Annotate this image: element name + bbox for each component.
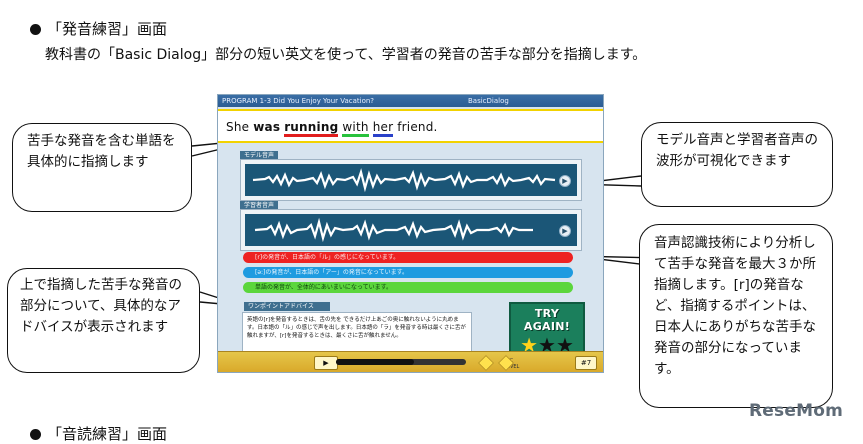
prev-arrow-icon[interactable] xyxy=(478,355,494,371)
learner-waveform-graphic xyxy=(254,217,533,243)
callout-speech-recognition: 音声認識技術により分析して苦手な発音を最大３か所指摘します。[r]の発音など、指… xyxy=(639,224,833,408)
learner-waveform-panel: ▶ xyxy=(240,209,582,251)
callout-waveform: モデル音声と学習者音声の波形が可視化できます xyxy=(641,122,833,207)
next-heading-text: 「音読練習」画面 xyxy=(47,425,168,443)
word-friend: friend. xyxy=(397,120,438,134)
callout-word-indication: 苦手な発音を含む単語を具体的に指摘します xyxy=(12,123,192,212)
model-audio-label: モデル音声 xyxy=(240,151,279,160)
intro-text: 教科書の「Basic Dialog」部分の短い英文を使って、学習者の発音の苦手な… xyxy=(45,47,647,63)
program-subtitle: BasicDialog xyxy=(468,97,509,105)
star-filled-icon: ★ xyxy=(520,333,539,357)
feedback-bar-red: [r]の発音が、日本語の「ル」の感じになっています。 xyxy=(243,252,573,263)
mic-level-fill xyxy=(336,359,414,365)
next-section-heading: 「音読練習」画面 xyxy=(30,423,167,444)
try-again-button[interactable]: TRY AGAIN! ★★★ xyxy=(509,302,585,356)
feedback-bar-blue: [ə:]の発音が、日本語の「アー」の発音になっています。 xyxy=(243,267,573,278)
model-waveform: ▶ xyxy=(245,164,577,196)
word-with: with xyxy=(342,120,369,137)
star-rating: ★★★ xyxy=(511,334,583,356)
section-heading: 「発音練習」画面 xyxy=(30,18,167,39)
app-title-bar: PROGRAM 1-3 Did You Enjoy Your Vacation?… xyxy=(218,95,603,107)
pronunciation-practice-screen: PROGRAM 1-3 Did You Enjoy Your Vacation?… xyxy=(217,94,604,373)
bottom-toolbar: ▶ MIC LEVEL #7 xyxy=(218,351,603,372)
model-waveform-panel: ▶ xyxy=(240,159,582,201)
play-button[interactable]: ▶ xyxy=(314,356,338,370)
target-sentence: She was running with her friend. xyxy=(226,120,438,137)
heading-text: 「発音練習」画面 xyxy=(47,20,168,38)
learner-speaker-icon[interactable]: ▶ xyxy=(559,225,571,237)
feedback-bar-green: 単語の発音が、全体的にあいまいになっています。 xyxy=(243,282,573,293)
page-number: #7 xyxy=(575,356,597,370)
bullet-icon xyxy=(30,24,41,35)
learner-audio-label: 学習者音声 xyxy=(240,201,279,210)
sentence-strip: She was running with her friend. xyxy=(218,109,603,143)
resemom-logo: ReseMom xyxy=(749,401,843,421)
advice-title: ワンポイントアドバイス xyxy=(244,302,330,311)
model-waveform-graphic xyxy=(252,168,556,193)
word-running: running xyxy=(284,120,339,137)
try-again-label: TRY AGAIN! xyxy=(523,307,571,333)
program-title: PROGRAM 1-3 Did You Enjoy Your Vacation? xyxy=(222,97,375,105)
star-empty-icon: ★ xyxy=(538,333,556,357)
word-she: She xyxy=(226,120,250,134)
advice-text: 英語の[r]を発音するときは、舌の先を できるだけ上あごの奥に触れないように丸め… xyxy=(242,312,472,352)
learner-waveform: ▶ xyxy=(245,214,577,246)
star-empty-icon: ★ xyxy=(555,333,574,357)
model-speaker-icon[interactable]: ▶ xyxy=(559,175,571,187)
callout-advice: 上で指摘した苦手な発音の部分について、具体的なアドバイスが表示されます xyxy=(7,268,200,373)
mic-level-meter: MIC LEVEL xyxy=(336,358,519,370)
word-her: her xyxy=(372,120,394,137)
word-was: was xyxy=(253,120,281,134)
